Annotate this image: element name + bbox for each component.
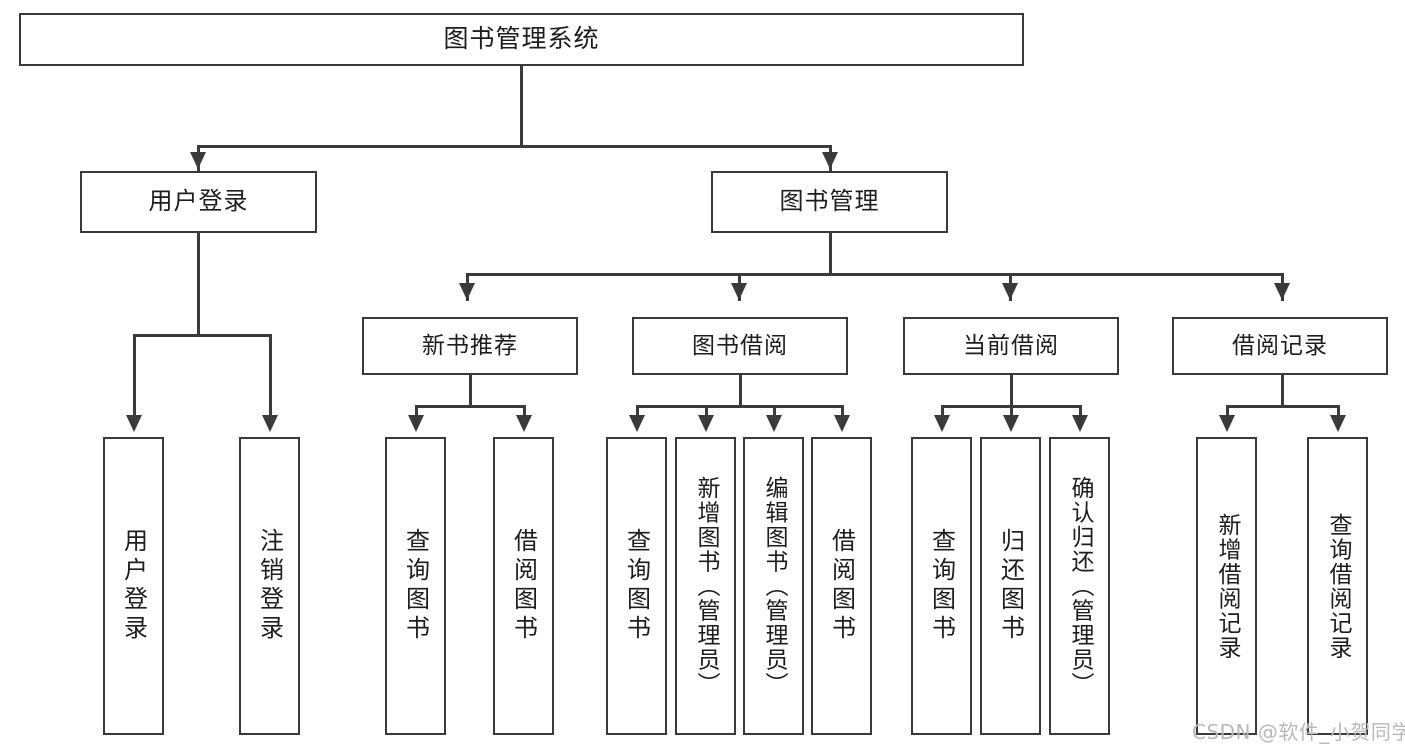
connector-user-login-child-1: [133, 334, 136, 420]
node-new-book-recommend[interactable]: 新书推荐: [362, 317, 578, 375]
node-label: 当前借阅: [963, 332, 1059, 359]
leaf-query-book-newbook[interactable]: 查询图书: [385, 437, 446, 735]
connector-book-manage-stem: [829, 233, 832, 274]
leaf-query-book-borrow[interactable]: 查询图书: [606, 437, 667, 735]
arrow-current-borrow-child-1: [934, 415, 950, 432]
arrow-to-new-book: [459, 283, 475, 300]
leaf-logout[interactable]: 注销登录: [239, 437, 300, 735]
arrow-to-current-borrow: [1002, 283, 1018, 300]
node-label: 用户登录: [148, 187, 249, 216]
connector-borrow-record-bar: [1226, 405, 1339, 408]
leaf-query-borrow-record[interactable]: 查询借阅记录: [1307, 437, 1368, 735]
arrow-user-login-child-2: [262, 415, 278, 432]
connector-book-borrow-child-2: [705, 405, 708, 419]
node-label: 图书管理: [779, 187, 880, 216]
node-label: 图书借阅: [692, 332, 788, 359]
node-label: 借阅记录: [1232, 332, 1328, 359]
connector-current-borrow-stem: [1010, 375, 1013, 406]
connector-level2-bar: [197, 145, 831, 148]
connector-book-borrow-stem: [739, 375, 742, 406]
node-label: 编辑图书（管理员）: [761, 475, 787, 697]
connector-level3-bar: [466, 273, 1281, 276]
connector-book-borrow-child-4: [841, 405, 844, 419]
node-label: 查询图书: [622, 528, 651, 644]
node-borrow-record[interactable]: 借阅记录: [1172, 317, 1388, 375]
arrow-book-borrow-child-4: [834, 415, 850, 432]
arrow-user-login-child-1: [126, 415, 142, 432]
node-label: 新书推荐: [422, 332, 518, 359]
leaf-add-borrow-record[interactable]: 新增借阅记录: [1196, 437, 1257, 735]
node-label: 借阅图书: [827, 528, 856, 644]
node-root-system[interactable]: 图书管理系统: [19, 13, 1024, 66]
leaf-borrow-book-newbook[interactable]: 借阅图书: [493, 437, 554, 735]
connector-borrow-record-child-2: [1337, 405, 1340, 419]
connector-book-borrow-bar: [636, 405, 844, 408]
connector-user-login-stem: [197, 233, 200, 335]
node-label: 确认归还（管理员）: [1067, 475, 1093, 697]
arrow-to-user-login: [190, 152, 206, 169]
connector-new-book-stem: [469, 375, 472, 406]
arrow-book-borrow-child-3: [766, 415, 782, 432]
leaf-query-book-current[interactable]: 查询图书: [911, 437, 972, 735]
node-label: 用户登录: [119, 528, 148, 644]
arrow-borrow-record-child-1: [1219, 415, 1235, 432]
node-label: 查询图书: [927, 528, 956, 644]
arrow-to-book-manage: [822, 152, 838, 169]
connector-new-book-child-1: [415, 405, 418, 419]
connector-current-borrow-child-3: [1079, 405, 1082, 419]
arrow-current-borrow-child-3: [1072, 415, 1088, 432]
arrow-current-borrow-child-2: [1003, 415, 1019, 432]
arrow-to-borrow-record: [1274, 283, 1290, 300]
csdn-watermark: CSDN @软件_小贺同学: [1192, 720, 1405, 744]
connector-new-book-child-2: [523, 405, 526, 419]
connector-current-borrow-child-2: [1010, 405, 1013, 419]
node-label: 归还图书: [996, 528, 1025, 644]
connector-user-login-bar: [133, 334, 271, 337]
node-label: 新增图书（管理员）: [693, 475, 719, 697]
connector-borrow-record-child-1: [1226, 405, 1229, 419]
leaf-return-book[interactable]: 归还图书: [980, 437, 1041, 735]
node-book-borrow[interactable]: 图书借阅: [632, 317, 848, 375]
node-current-borrow[interactable]: 当前借阅: [903, 317, 1119, 375]
connector-user-login-child-2: [269, 334, 272, 420]
leaf-borrow-book-borrow[interactable]: 借阅图书: [811, 437, 872, 735]
connector-borrow-record-stem: [1281, 375, 1284, 406]
node-user-login[interactable]: 用户登录: [80, 171, 317, 233]
arrow-to-book-borrow: [731, 283, 747, 300]
connector-current-borrow-child-1: [941, 405, 944, 419]
leaf-confirm-return-admin[interactable]: 确认归还（管理员）: [1049, 437, 1110, 735]
leaf-add-book-admin[interactable]: 新增图书（管理员）: [675, 437, 736, 735]
node-label: 新增借阅记录: [1214, 512, 1240, 660]
arrow-borrow-record-child-2: [1330, 415, 1346, 432]
node-label: 图书管理系统: [443, 24, 600, 54]
node-label: 注销登录: [255, 528, 284, 644]
arrow-new-book-child-2: [516, 415, 532, 432]
connector-book-borrow-child-1: [636, 405, 639, 419]
arrow-book-borrow-child-2: [698, 415, 714, 432]
connector-new-book-bar: [415, 405, 525, 408]
node-label: 借阅图书: [509, 528, 538, 644]
arrow-new-book-child-1: [408, 415, 424, 432]
node-label: 查询图书: [401, 528, 430, 644]
leaf-edit-book-admin[interactable]: 编辑图书（管理员）: [743, 437, 804, 735]
node-book-manage[interactable]: 图书管理: [711, 171, 948, 233]
node-label: 查询借阅记录: [1325, 512, 1351, 660]
connector-root-stem: [520, 66, 523, 146]
arrow-book-borrow-child-1: [629, 415, 645, 432]
leaf-user-login[interactable]: 用户登录: [103, 437, 164, 735]
connector-book-borrow-child-3: [773, 405, 776, 419]
